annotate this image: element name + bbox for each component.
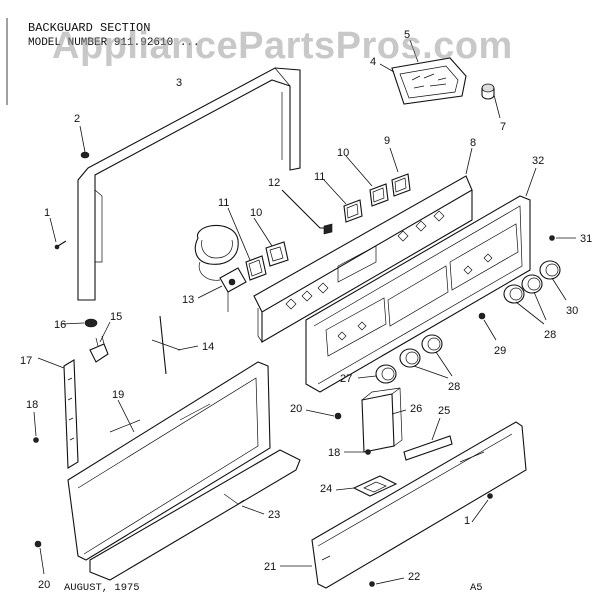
part-11-switch-upper (323, 179, 363, 223)
part-31-screw (549, 235, 576, 241)
callout-12: 12 (268, 177, 280, 189)
callout-17: 17 (20, 355, 32, 367)
part-18-screw-left (33, 411, 39, 443)
callout-11-lower: 11 (218, 197, 229, 209)
part-3-backguard-frame (77, 67, 301, 301)
watermark: AppliancePartsPros.com (52, 25, 513, 67)
section-title: BACKGUARD SECTION (28, 21, 150, 35)
callout-13: 13 (182, 294, 194, 306)
part-1-screw-left (49, 217, 67, 250)
part-10-switch-lower (253, 217, 289, 267)
part-9-switch (389, 147, 411, 197)
part-8-control-panel (253, 147, 473, 343)
part-22-screw (369, 577, 405, 587)
callout-28-right: 28 (544, 329, 556, 341)
part-21-lower-rail (280, 421, 527, 589)
callout-10-lower: 10 (250, 207, 262, 219)
callout-15: 15 (110, 311, 122, 323)
part-7-bushing (481, 83, 501, 119)
callout-24: 24 (320, 483, 332, 495)
part-27-knob (357, 364, 397, 384)
part-20-screw-mid (305, 409, 342, 420)
part-20-screw-lower-left (34, 540, 45, 575)
callout-27: 27 (340, 373, 352, 385)
callout-23: 23 (268, 509, 280, 521)
callout-7: 7 (500, 121, 506, 133)
callout-19: 19 (112, 389, 124, 401)
callout-8: 8 (470, 137, 476, 149)
part-15-terminal-block (89, 321, 111, 363)
callout-20-lower: 20 (38, 579, 50, 591)
part-23-lower-trim (89, 449, 301, 581)
callout-26: 26 (410, 403, 422, 415)
part-13-clock-motor (194, 224, 247, 312)
part-28-knob-lower-b (421, 334, 453, 377)
part-28-knob-right-b (521, 274, 547, 321)
callout-1-left: 1 (44, 207, 50, 219)
callout-25: 25 (438, 405, 450, 417)
part-32-trim-frame (305, 167, 537, 393)
callout-3: 3 (176, 77, 182, 89)
part-16-grommet (61, 318, 98, 328)
part-28-knob-right-a (503, 284, 545, 325)
part-26-relay-box (361, 387, 407, 453)
part-11-switch-lower (227, 207, 267, 281)
part-1-screw-right (471, 493, 493, 523)
part-10-switch-upper (345, 155, 389, 207)
part-19-back-panel (67, 361, 271, 561)
callout-20-mid: 20 (290, 403, 302, 415)
footer-page-code: A5 (470, 582, 483, 594)
part-17-side-strip (37, 357, 79, 469)
callout-28-lower: 28 (448, 381, 460, 393)
callout-21: 21 (264, 561, 276, 573)
callout-30: 30 (566, 305, 578, 317)
part-24-pad (335, 475, 398, 497)
part-28-knob-lower-a (399, 348, 449, 379)
callout-labels: 2 3 1 4 5 7 8 9 10 11 12 11 10 13 16 15 … (20, 29, 592, 591)
callout-9: 9 (384, 135, 390, 147)
callout-22: 22 (408, 571, 420, 583)
callout-18-left: 18 (26, 399, 38, 411)
callout-2: 2 (74, 113, 80, 125)
callout-16: 16 (54, 319, 66, 331)
model-line: MODEL NUMBER 911.92610 ... (28, 37, 200, 49)
part-4-clock-timer (379, 39, 467, 105)
callout-18-right: 18 (328, 447, 340, 459)
callout-11-upper: 11 (314, 171, 325, 183)
callout-29: 29 (494, 345, 506, 357)
footer-date: AUGUST, 1975 (64, 582, 140, 594)
part-25-bracket (403, 417, 453, 461)
part-12-wire-clip (281, 189, 333, 235)
part-30-knob (539, 260, 567, 301)
part-18-screw-right (344, 449, 371, 455)
callout-1-right: 1 (464, 515, 470, 527)
callout-32: 32 (532, 155, 544, 167)
part-29-ball (478, 312, 497, 341)
callout-4: 4 (370, 56, 376, 68)
callout-14: 14 (202, 341, 214, 353)
callout-5: 5 (404, 29, 410, 41)
part-14-rod (151, 315, 199, 375)
callout-10-upper: 10 (337, 147, 349, 159)
part-2-screw (79, 125, 90, 159)
callout-31: 31 (580, 233, 592, 245)
